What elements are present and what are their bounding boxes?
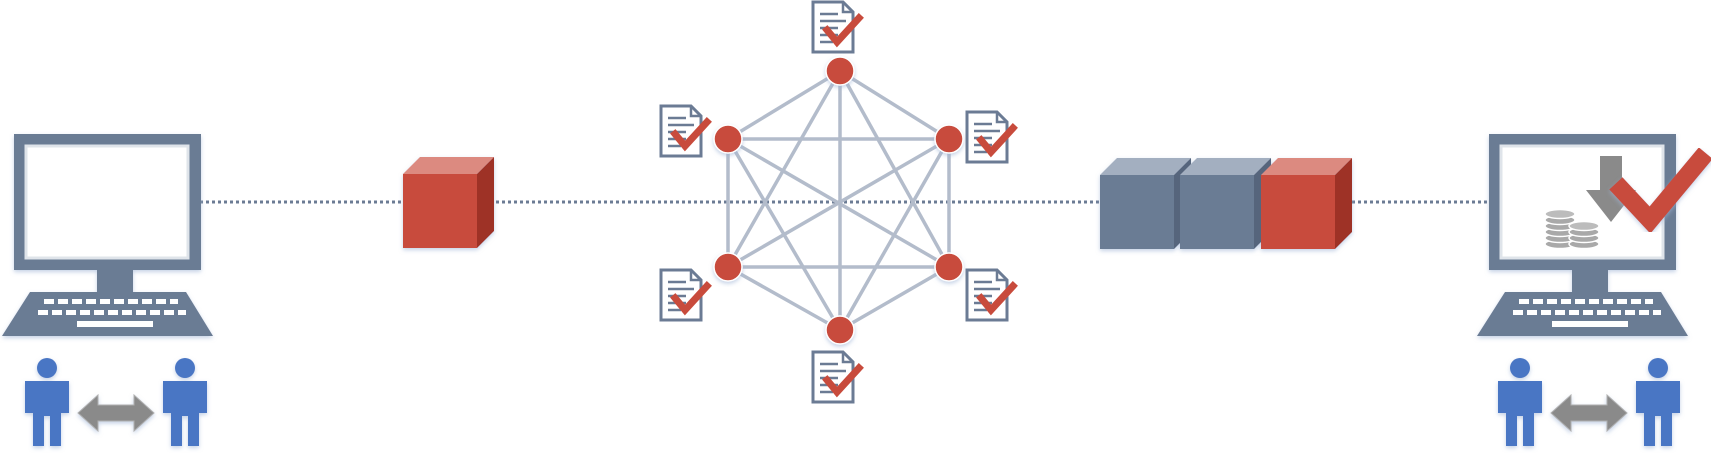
network-node (825, 315, 855, 345)
checkmark-icon (1609, 147, 1711, 234)
document-check-icon (813, 352, 859, 402)
network-peers (713, 56, 964, 345)
left-computer-icon (2, 134, 213, 336)
document-check-icon (967, 270, 1013, 320)
right-users-group (1498, 358, 1680, 446)
left-users-group (25, 358, 207, 446)
document-check-icon (661, 270, 707, 320)
network-link (839, 265, 950, 332)
peer-network (713, 56, 964, 345)
network-node (713, 124, 743, 154)
document-check-icon (661, 106, 707, 156)
person-icon (163, 358, 207, 446)
network-node (825, 56, 855, 86)
exchange-arrow-icon (1550, 394, 1628, 432)
network-link (838, 138, 951, 331)
transaction-block-icon (403, 157, 494, 248)
network-node (713, 252, 743, 282)
network-link (726, 70, 842, 268)
network-node (934, 252, 964, 282)
network-link (727, 137, 950, 269)
document-check-icon (967, 112, 1013, 162)
coins-icon (1544, 208, 1600, 250)
person-icon (25, 358, 69, 446)
network-node (934, 124, 964, 154)
network-link (839, 69, 950, 141)
exchange-arrow-icon (77, 394, 155, 432)
blockchain-group (1100, 158, 1352, 249)
network-connections (726, 69, 951, 332)
chain-block-icon (1180, 158, 1271, 249)
network-link (727, 265, 841, 332)
document-check-icon (813, 2, 859, 52)
network-link (727, 69, 841, 141)
person-icon (1498, 358, 1542, 446)
chain-block-icon (1100, 158, 1191, 249)
person-icon (1636, 358, 1680, 446)
new-block-icon (1261, 158, 1352, 249)
